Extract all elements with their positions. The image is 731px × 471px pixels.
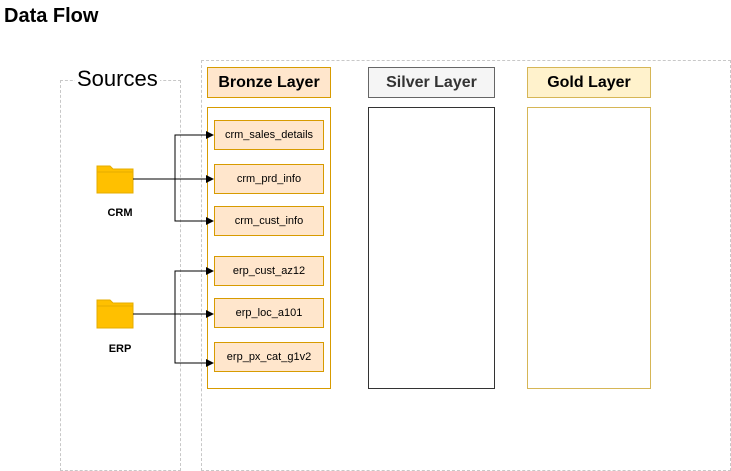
crm-to-sales-details-arrow	[133, 131, 214, 180]
table-crm-sales-details: crm_sales_details	[214, 120, 324, 150]
gold-layer-label: Gold Layer	[547, 73, 631, 91]
silver-layer-label: Silver Layer	[386, 73, 477, 91]
erp-to-px-cat-g1v2-arrow	[174, 314, 214, 367]
table-label: erp_loc_a101	[235, 307, 303, 319]
crm-connectors	[133, 131, 214, 225]
gold-layer-header: Gold Layer	[527, 67, 651, 98]
table-label: erp_px_cat_g1v2	[226, 351, 312, 363]
table-label: crm_cust_info	[234, 215, 304, 227]
table-crm-prd-info: crm_prd_info	[214, 164, 324, 194]
table-crm-cust-info: crm_cust_info	[214, 206, 324, 236]
silver-layer-body	[368, 107, 495, 389]
folder-icon	[96, 165, 134, 194]
erp-to-cust-az12-arrow	[133, 267, 214, 315]
source-label-crm: CRM	[107, 207, 133, 219]
gold-layer-body	[527, 107, 651, 389]
bronze-layer-body	[207, 107, 331, 389]
table-erp-cust-az12: erp_cust_az12	[214, 256, 324, 286]
silver-layer-header: Silver Layer	[368, 67, 495, 98]
bronze-layer-header: Bronze Layer	[207, 67, 331, 98]
page-title: Data Flow	[4, 5, 99, 27]
sources-title: Sources	[75, 66, 160, 92]
folder-icon	[96, 299, 134, 329]
erp-connectors	[133, 267, 214, 367]
table-label: crm_sales_details	[224, 129, 314, 141]
table-label: crm_prd_info	[236, 173, 302, 185]
source-label-erp: ERP	[108, 343, 132, 355]
crm-to-cust-info-arrow	[174, 179, 214, 225]
table-erp-loc-a101: erp_loc_a101	[214, 298, 324, 328]
bronze-layer-label: Bronze Layer	[218, 73, 320, 91]
table-label: erp_cust_az12	[232, 265, 306, 277]
table-erp-px-cat-g1v2: erp_px_cat_g1v2	[214, 342, 324, 372]
